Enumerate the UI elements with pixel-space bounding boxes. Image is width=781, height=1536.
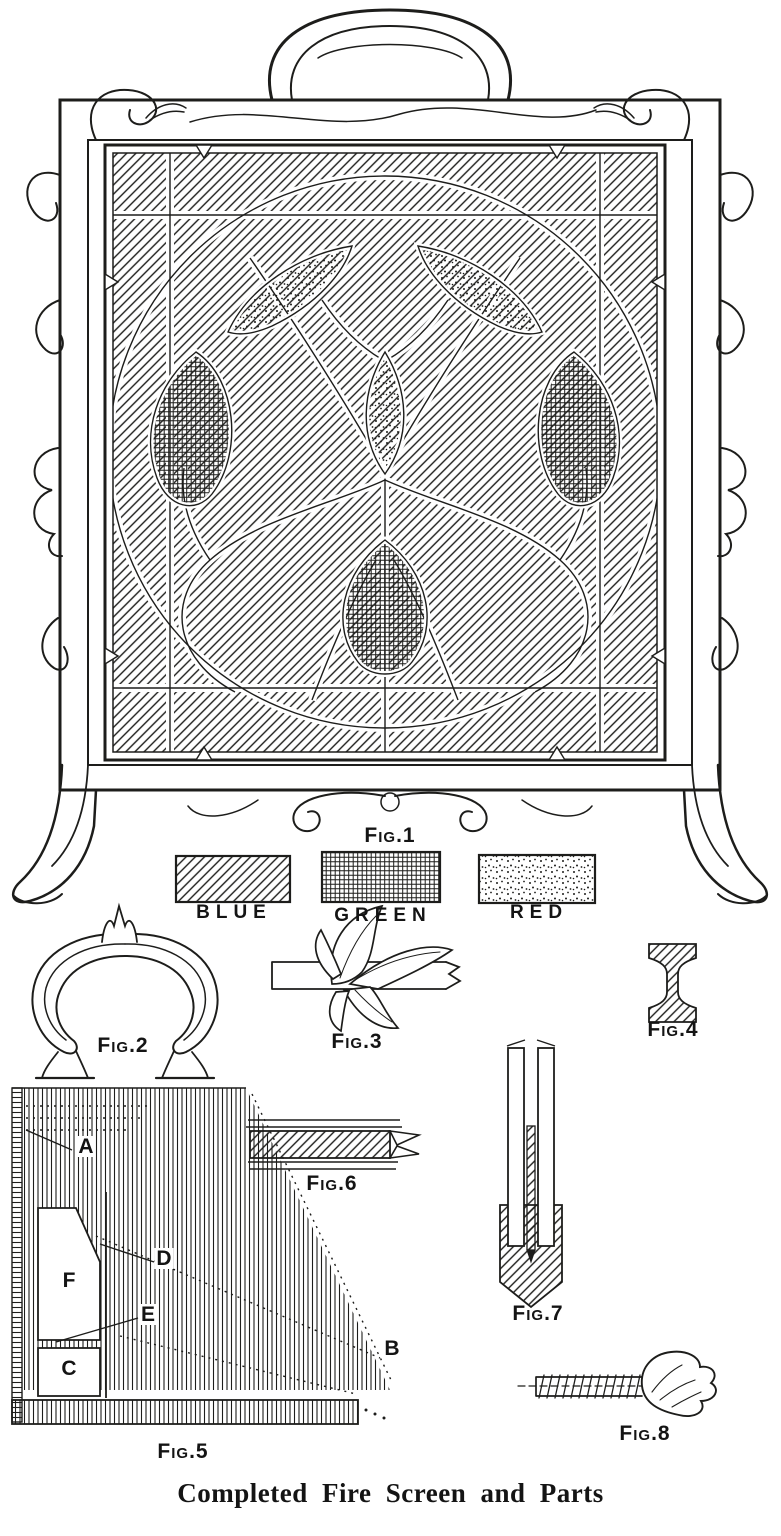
- legend-label-red: RED: [509, 902, 569, 923]
- part-label-e: E: [138, 1303, 158, 1326]
- part-label-d: D: [154, 1247, 174, 1270]
- fire-screen-frame: [11, 8, 769, 905]
- glass-panel: [103, 143, 667, 762]
- fig4-label: Fig.4: [647, 1018, 699, 1041]
- fig7-label: Fig.7: [512, 1302, 564, 1325]
- fig8-label: Fig.8: [619, 1422, 671, 1445]
- panel-clips: [104, 144, 666, 761]
- part-label-a: A: [76, 1135, 96, 1158]
- legend-swatch-green: [320, 850, 442, 904]
- part-label-c: C: [59, 1357, 79, 1380]
- legend-label-blue: BLUE: [196, 902, 272, 923]
- fig3-label: Fig.3: [331, 1030, 383, 1053]
- fig6-label: Fig.6: [306, 1172, 358, 1195]
- fig2-bracket-drawing: [31, 902, 219, 1080]
- fig2-label: Fig.2: [97, 1034, 149, 1057]
- legend-swatch-blue: [174, 854, 292, 904]
- fig8-screw-drawing: [517, 1350, 717, 1417]
- fig3-leaf-ornament-drawing: [271, 904, 462, 1033]
- fig6-edge-section-drawing: [246, 1119, 422, 1170]
- legend-swatches: [174, 850, 597, 905]
- part-label-f: F: [60, 1269, 78, 1292]
- part-label-b: B: [382, 1337, 402, 1360]
- fig1-label: Fig.1: [364, 824, 416, 847]
- fig4-spacer-drawing: [648, 943, 697, 1023]
- fig7-joint-drawing: [499, 1039, 563, 1309]
- fig5-leader-lines: [25, 1129, 155, 1343]
- legend-label-green: GREEN: [334, 905, 432, 926]
- fig5-label: Fig.5: [157, 1440, 209, 1463]
- legend-swatch-red: [477, 853, 597, 905]
- page-caption: Completed Fire Screen and Parts: [177, 1478, 604, 1508]
